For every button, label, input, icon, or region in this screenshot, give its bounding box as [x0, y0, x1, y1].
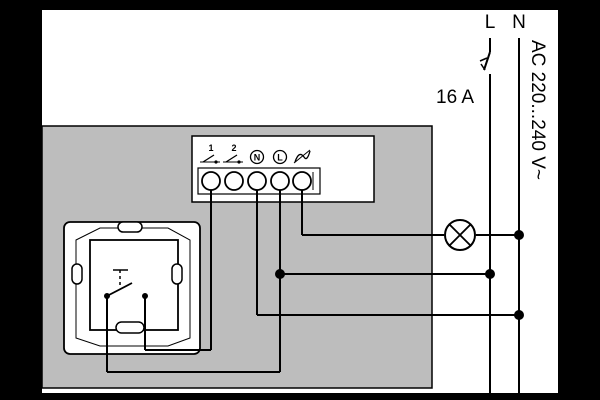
circuit-breaker-symbol	[479, 51, 491, 71]
terminal-n-label: N	[249, 149, 265, 165]
live-line-label: L	[485, 12, 496, 33]
mounting-slot-bottom	[115, 321, 145, 334]
terminal-load	[292, 171, 312, 191]
terminal-1	[201, 171, 221, 191]
supply-voltage-label: AC 220...240 V~	[527, 40, 548, 180]
svg-text:1: 1	[208, 143, 213, 153]
terminal-2	[224, 171, 244, 191]
push-switch-icon	[223, 154, 243, 164]
dimmer-load-icon	[293, 149, 311, 164]
push-switch-icon	[200, 154, 220, 164]
terminal-n	[247, 171, 267, 191]
mounting-slot-right	[171, 263, 183, 285]
terminal-block: 1 2 N L	[191, 135, 375, 203]
svg-text:2: 2	[231, 143, 236, 153]
mounting-slot-top	[117, 221, 143, 233]
mounting-slot-left	[71, 263, 83, 285]
svg-text:L: L	[277, 153, 283, 163]
neutral-line-label: N	[512, 12, 526, 33]
fuse-rating-label: 16 A	[436, 87, 474, 108]
terminal-1-label: 1	[200, 143, 220, 164]
terminal-l-label: L	[272, 149, 288, 165]
push-button-insert	[63, 221, 201, 355]
junction-node	[514, 230, 524, 240]
junction-node	[514, 310, 524, 320]
junction-node	[485, 269, 495, 279]
terminal-2-label: 2	[223, 143, 243, 164]
svg-text:N: N	[254, 153, 261, 163]
terminal-l	[270, 171, 290, 191]
lamp-icon	[444, 219, 476, 251]
